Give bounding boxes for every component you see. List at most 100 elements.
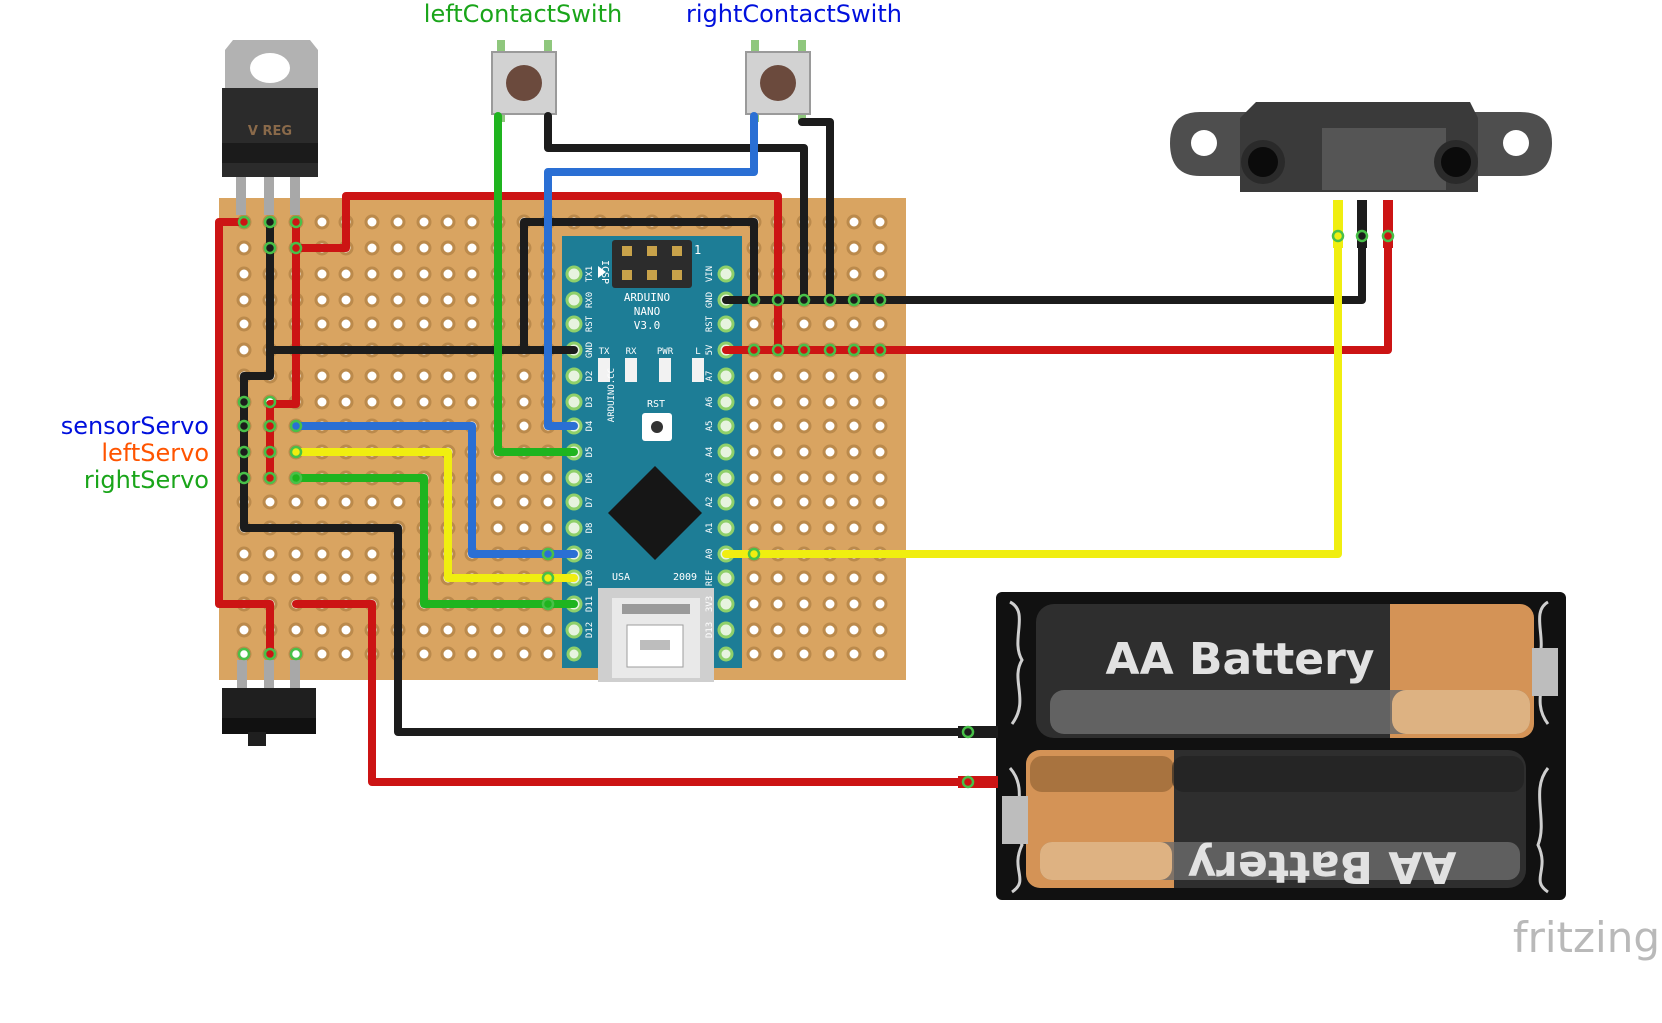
- nano-pin-left: [566, 646, 582, 662]
- connection-point: [263, 215, 277, 229]
- nano-pin-label-right: REF: [705, 570, 715, 586]
- connection-point: [263, 647, 277, 661]
- wire-black-top-loop: [520, 218, 758, 354]
- icsp-pin1-label: 1: [694, 243, 701, 257]
- perfboard-hole: [746, 444, 762, 460]
- nano-pin-label-left: D4: [585, 421, 595, 432]
- perfboard-hole: [440, 316, 456, 332]
- perfboard-hole: [314, 546, 330, 562]
- perfboard-hole: [872, 240, 888, 256]
- perfboard-hole: [796, 646, 812, 662]
- perfboard-hole: [338, 570, 354, 586]
- nano-pin-right: [717, 417, 735, 435]
- sensor-leads: [1333, 200, 1393, 248]
- perfboard-hole: [822, 444, 838, 460]
- perfboard-hole: [796, 520, 812, 536]
- nano-pin-label-right: 5V: [705, 344, 715, 355]
- perfboard-hole: [746, 394, 762, 410]
- perfboard-hole: [338, 646, 354, 662]
- perfboard-hole: [872, 570, 888, 586]
- perfboard-hole: [746, 520, 762, 536]
- wire-red-top-bus: [292, 192, 782, 354]
- perfboard-hole: [314, 214, 330, 230]
- nano-pin-right: [717, 569, 735, 587]
- perfboard-hole: [364, 240, 380, 256]
- led: [598, 358, 610, 382]
- mini-usb-connector: [598, 588, 714, 682]
- perfboard-hole: [872, 520, 888, 536]
- perfboard-hole: [364, 494, 380, 510]
- nano-pin-label-right: A1: [705, 523, 715, 534]
- arduino-name-line2: NANO: [634, 305, 661, 318]
- perfboard-hole: [796, 470, 812, 486]
- battery-top-label: AA Battery: [1106, 634, 1375, 685]
- connection-point: [823, 343, 837, 357]
- perfboard-hole: [872, 596, 888, 612]
- led-label: TX: [599, 347, 610, 357]
- perfboard-hole: [416, 394, 432, 410]
- perfboard-hole: [338, 494, 354, 510]
- perfboard-hole: [364, 214, 380, 230]
- connection-point: [747, 547, 761, 561]
- connection-point: [263, 395, 277, 409]
- connection-point: [289, 647, 303, 661]
- perfboard-hole: [540, 622, 556, 638]
- perfboard-hole: [464, 240, 480, 256]
- perfboard-hole: [440, 240, 456, 256]
- connection-point: [873, 293, 887, 307]
- perfboard-hole: [464, 394, 480, 410]
- perfboard-hole: [236, 570, 252, 586]
- perfboard-hole: [846, 266, 862, 282]
- perfboard-hole: [440, 292, 456, 308]
- connection-point: [1381, 229, 1395, 243]
- perfboard-hole: [490, 470, 506, 486]
- right-contact-switch[interactable]: [745, 40, 811, 122]
- perfboard-hole: [338, 546, 354, 562]
- perfboard-hole: [872, 316, 888, 332]
- perfboard-hole: [516, 394, 532, 410]
- connection-point: [541, 597, 555, 611]
- perfboard-hole: [314, 646, 330, 662]
- led-label: L: [695, 347, 700, 357]
- connection-point: [289, 241, 303, 255]
- perfboard-hole: [416, 292, 432, 308]
- nano-pin-right: [717, 443, 735, 461]
- perfboard-hole: [338, 292, 354, 308]
- connection-point: [237, 471, 251, 485]
- perfboard-hole: [872, 470, 888, 486]
- perfboard-hole: [364, 394, 380, 410]
- perfboard-hole: [770, 494, 786, 510]
- sensor-servo-label: sensorServo: [61, 412, 209, 440]
- perfboard-hole: [338, 266, 354, 282]
- connection-point: [541, 547, 555, 561]
- perfboard-hole: [822, 418, 838, 434]
- connection-point: [237, 395, 251, 409]
- aa-battery-bottom: AA Battery: [1002, 750, 1526, 892]
- usa-label: USA: [612, 572, 630, 583]
- perfboard-hole: [746, 494, 762, 510]
- nano-pin-label-right: A5: [705, 421, 715, 432]
- perfboard-hole: [390, 368, 406, 384]
- perfboard-hole: [846, 622, 862, 638]
- arduino-name-line3: V3.0: [634, 319, 661, 332]
- left-contact-switch[interactable]: [491, 40, 557, 122]
- nano-pin-label-left: D7: [585, 497, 595, 508]
- perfboard-hole: [464, 316, 480, 332]
- connection-point: [961, 725, 975, 739]
- perfboard-hole: [440, 214, 456, 230]
- perfboard-hole: [796, 622, 812, 638]
- perfboard-hole: [440, 266, 456, 282]
- slide-switch[interactable]: [222, 660, 316, 746]
- perfboard-hole: [796, 418, 812, 434]
- nano-pin-left: [565, 621, 583, 639]
- battery-holder: AA Battery AA Battery: [996, 592, 1566, 900]
- perfboard-hole: [288, 622, 304, 638]
- perfboard-hole: [236, 266, 252, 282]
- connection-point: [961, 775, 975, 789]
- connection-point: [797, 343, 811, 357]
- regulator-label: V REG: [248, 124, 292, 139]
- perfboard-hole: [236, 292, 252, 308]
- nano-pin-label-left: D5: [585, 447, 595, 458]
- nano-pin-label-left: D10: [585, 570, 595, 586]
